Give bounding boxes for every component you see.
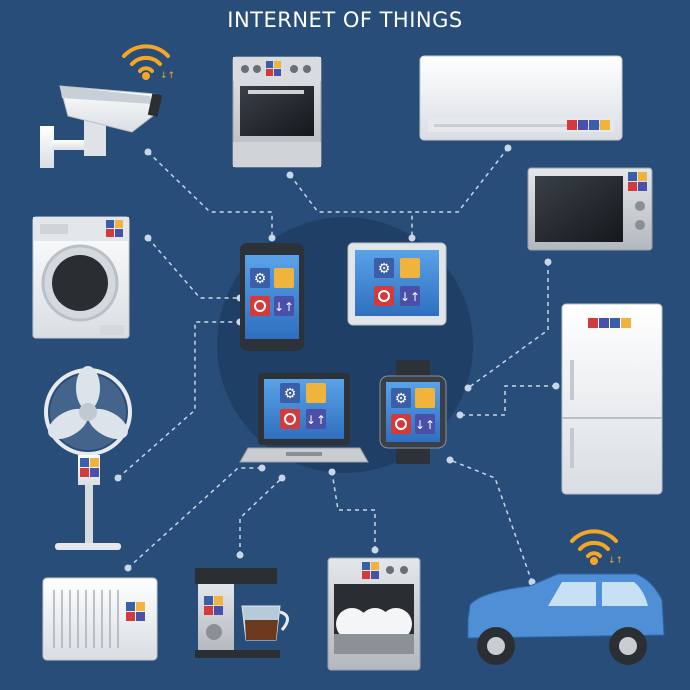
heater <box>42 577 158 661</box>
connector-fan <box>117 321 240 479</box>
connector-dishwasher <box>331 471 376 550</box>
connector-camera <box>147 151 273 238</box>
security-camera: ↓↑ <box>40 44 175 168</box>
svg-text:↓↑: ↓↑ <box>415 418 435 432</box>
data-transfer-icon <box>274 296 294 316</box>
connector-heater <box>127 467 262 569</box>
microwave <box>527 167 653 251</box>
wifi-icon <box>122 44 170 80</box>
svg-text:⚙: ⚙ <box>284 386 297 402</box>
connector-car <box>449 459 533 583</box>
svg-text:↓↑: ↓↑ <box>274 300 294 314</box>
settings-gear-icon <box>374 258 394 278</box>
svg-text:↓↑: ↓↑ <box>400 290 420 304</box>
dishwasher <box>327 557 421 671</box>
connector-oven <box>289 174 413 238</box>
laptop: ⚙ ↓↑ <box>239 373 369 463</box>
svg-text:⚙: ⚙ <box>254 271 267 287</box>
coffee-machine <box>195 568 289 658</box>
connector-washer <box>147 237 240 299</box>
smartphone: ⚙ ↓↑ <box>240 243 304 351</box>
power-icon <box>250 296 270 316</box>
connector-lines <box>117 147 556 583</box>
page-title: INTERNET OF THINGS <box>227 8 463 32</box>
svg-text:⚙: ⚙ <box>395 391 408 407</box>
oven <box>232 56 322 168</box>
power-icon <box>374 286 394 306</box>
tablet: ⚙ ↓↑ <box>347 242 447 326</box>
connector-microwave <box>467 262 549 389</box>
wifi-icon <box>570 529 618 565</box>
washing-machine <box>32 216 130 339</box>
settings-gear-icon <box>391 388 411 408</box>
wifi-icon <box>274 268 294 288</box>
svg-text:⚙: ⚙ <box>378 261 391 277</box>
connector-fridge <box>460 385 556 416</box>
car: ↓↑ <box>467 529 665 665</box>
connector-coffee <box>239 477 283 555</box>
data-transfer-icon <box>306 409 326 429</box>
electric-fan <box>44 366 132 550</box>
data-transfer-icon <box>415 414 435 434</box>
air-conditioner <box>419 55 623 141</box>
power-icon <box>391 414 411 434</box>
svg-text:↓↑: ↓↑ <box>608 556 623 566</box>
wifi-icon <box>400 258 420 278</box>
smartwatch: ⚙ ↓↑ <box>379 360 447 464</box>
settings-gear-icon <box>280 383 300 403</box>
connector-ac <box>412 147 509 213</box>
svg-text:↓↑: ↓↑ <box>306 413 326 427</box>
svg-text:↓↑: ↓↑ <box>160 71 175 81</box>
wifi-icon <box>306 383 326 403</box>
power-icon <box>280 409 300 429</box>
wifi-icon <box>415 388 435 408</box>
data-transfer-icon <box>400 286 420 306</box>
settings-gear-icon <box>250 268 270 288</box>
refrigerator <box>561 303 663 495</box>
